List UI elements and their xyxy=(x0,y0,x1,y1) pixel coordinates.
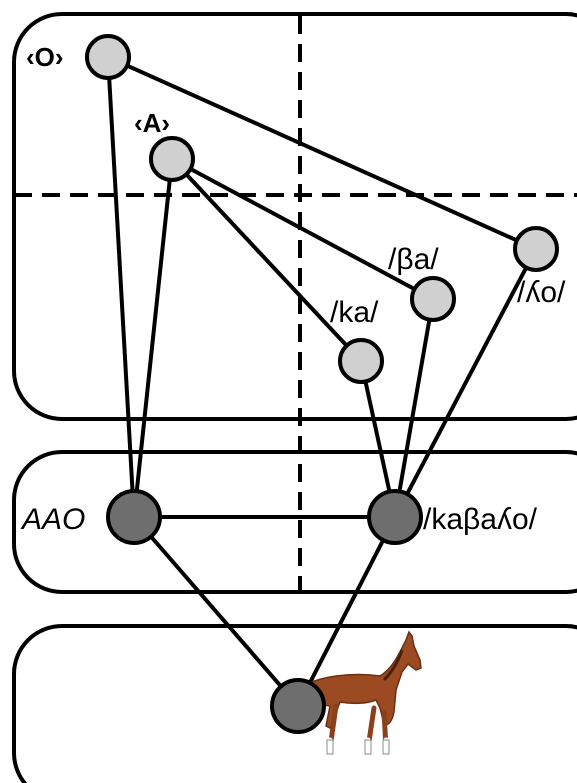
edge-a-ka xyxy=(170,157,363,363)
edge-o-aao xyxy=(106,56,136,518)
node-syllable-ba xyxy=(410,276,456,322)
label-letter-o: ‹O› xyxy=(26,42,64,72)
edge-a-ba xyxy=(171,157,434,301)
label-syllable-lo: /ʎo/ xyxy=(517,276,566,309)
node-spoken-word xyxy=(367,489,423,545)
word-form-layer-panel xyxy=(12,450,577,594)
orthographic-phonological-layer-panel xyxy=(12,12,577,421)
edge-lo-spoken xyxy=(393,248,538,518)
node-meaning xyxy=(270,678,326,734)
label-letter-a: ‹A› xyxy=(134,108,170,138)
semantic-layer-panel xyxy=(12,624,577,783)
edge-a-aao xyxy=(132,158,174,518)
horse-icon xyxy=(298,630,422,757)
node-letter-a xyxy=(149,136,195,182)
edge-ba-spoken xyxy=(393,298,435,518)
label-syllable-ba: /βa/ xyxy=(388,243,439,276)
label-syllable-ka: /ka/ xyxy=(330,296,379,329)
edge-aao-meaning xyxy=(132,515,300,708)
node-spelling-word xyxy=(106,489,162,545)
label-spelling-word: AAO xyxy=(20,503,85,536)
label-spoken-word: /kaβaʎo/ xyxy=(423,503,538,536)
node-syllable-ka xyxy=(338,338,384,384)
edge-spoken-meaning xyxy=(296,516,397,707)
node-letter-o xyxy=(85,34,131,80)
edge-o-lo xyxy=(107,55,537,251)
node-syllable-lo xyxy=(513,226,559,272)
